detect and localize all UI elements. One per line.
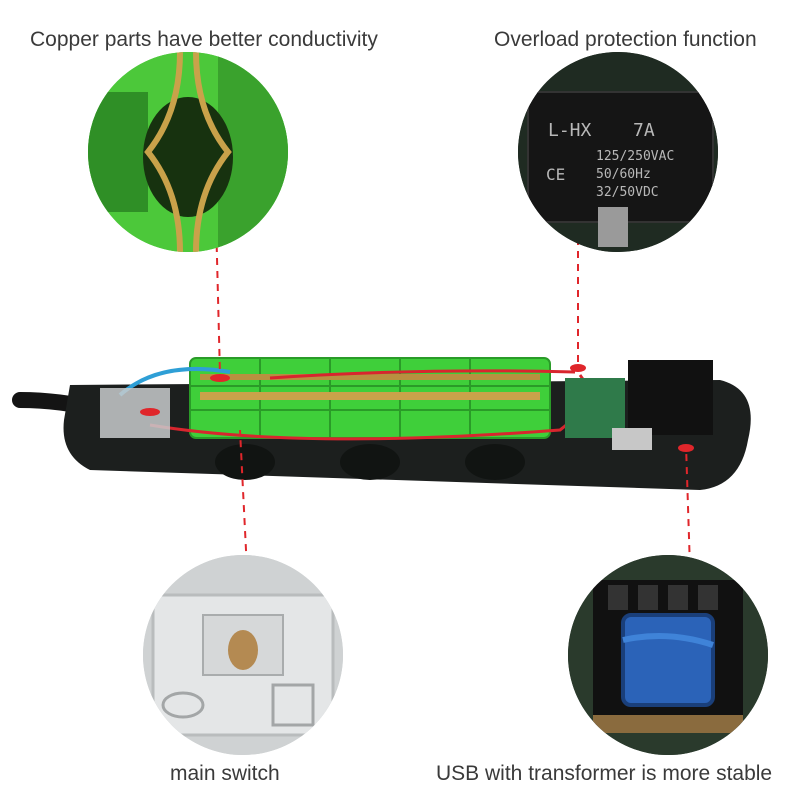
breaker-housing: [628, 360, 713, 435]
breaker-line3: 32/50VDC: [596, 185, 659, 200]
breaker-model: L-HX: [548, 120, 592, 141]
copper-contact-closeup: [88, 52, 288, 252]
usb-transformer-closeup: [568, 555, 768, 755]
copper-strip-2: [200, 374, 540, 380]
main-switch-label: main switch: [170, 762, 280, 785]
main-switch-closeup: [143, 555, 343, 755]
breaker-current: 7A: [633, 120, 655, 141]
copper-parts-label: Copper parts have better conductivity: [30, 28, 378, 51]
usb-transformer-label: USB with transformer is more stable: [436, 762, 773, 785]
copper-strip-1: [200, 392, 540, 400]
ce-mark: CE: [546, 165, 565, 184]
breaker-line2: 50/60Hz: [596, 167, 651, 182]
overload-breaker-closeup: L-HX 7A 125/250VAC 50/60Hz 32/50VDC CE: [518, 52, 718, 252]
overload-protection-label: Overload protection function: [494, 28, 757, 51]
breaker-line1: 125/250VAC: [596, 149, 674, 164]
